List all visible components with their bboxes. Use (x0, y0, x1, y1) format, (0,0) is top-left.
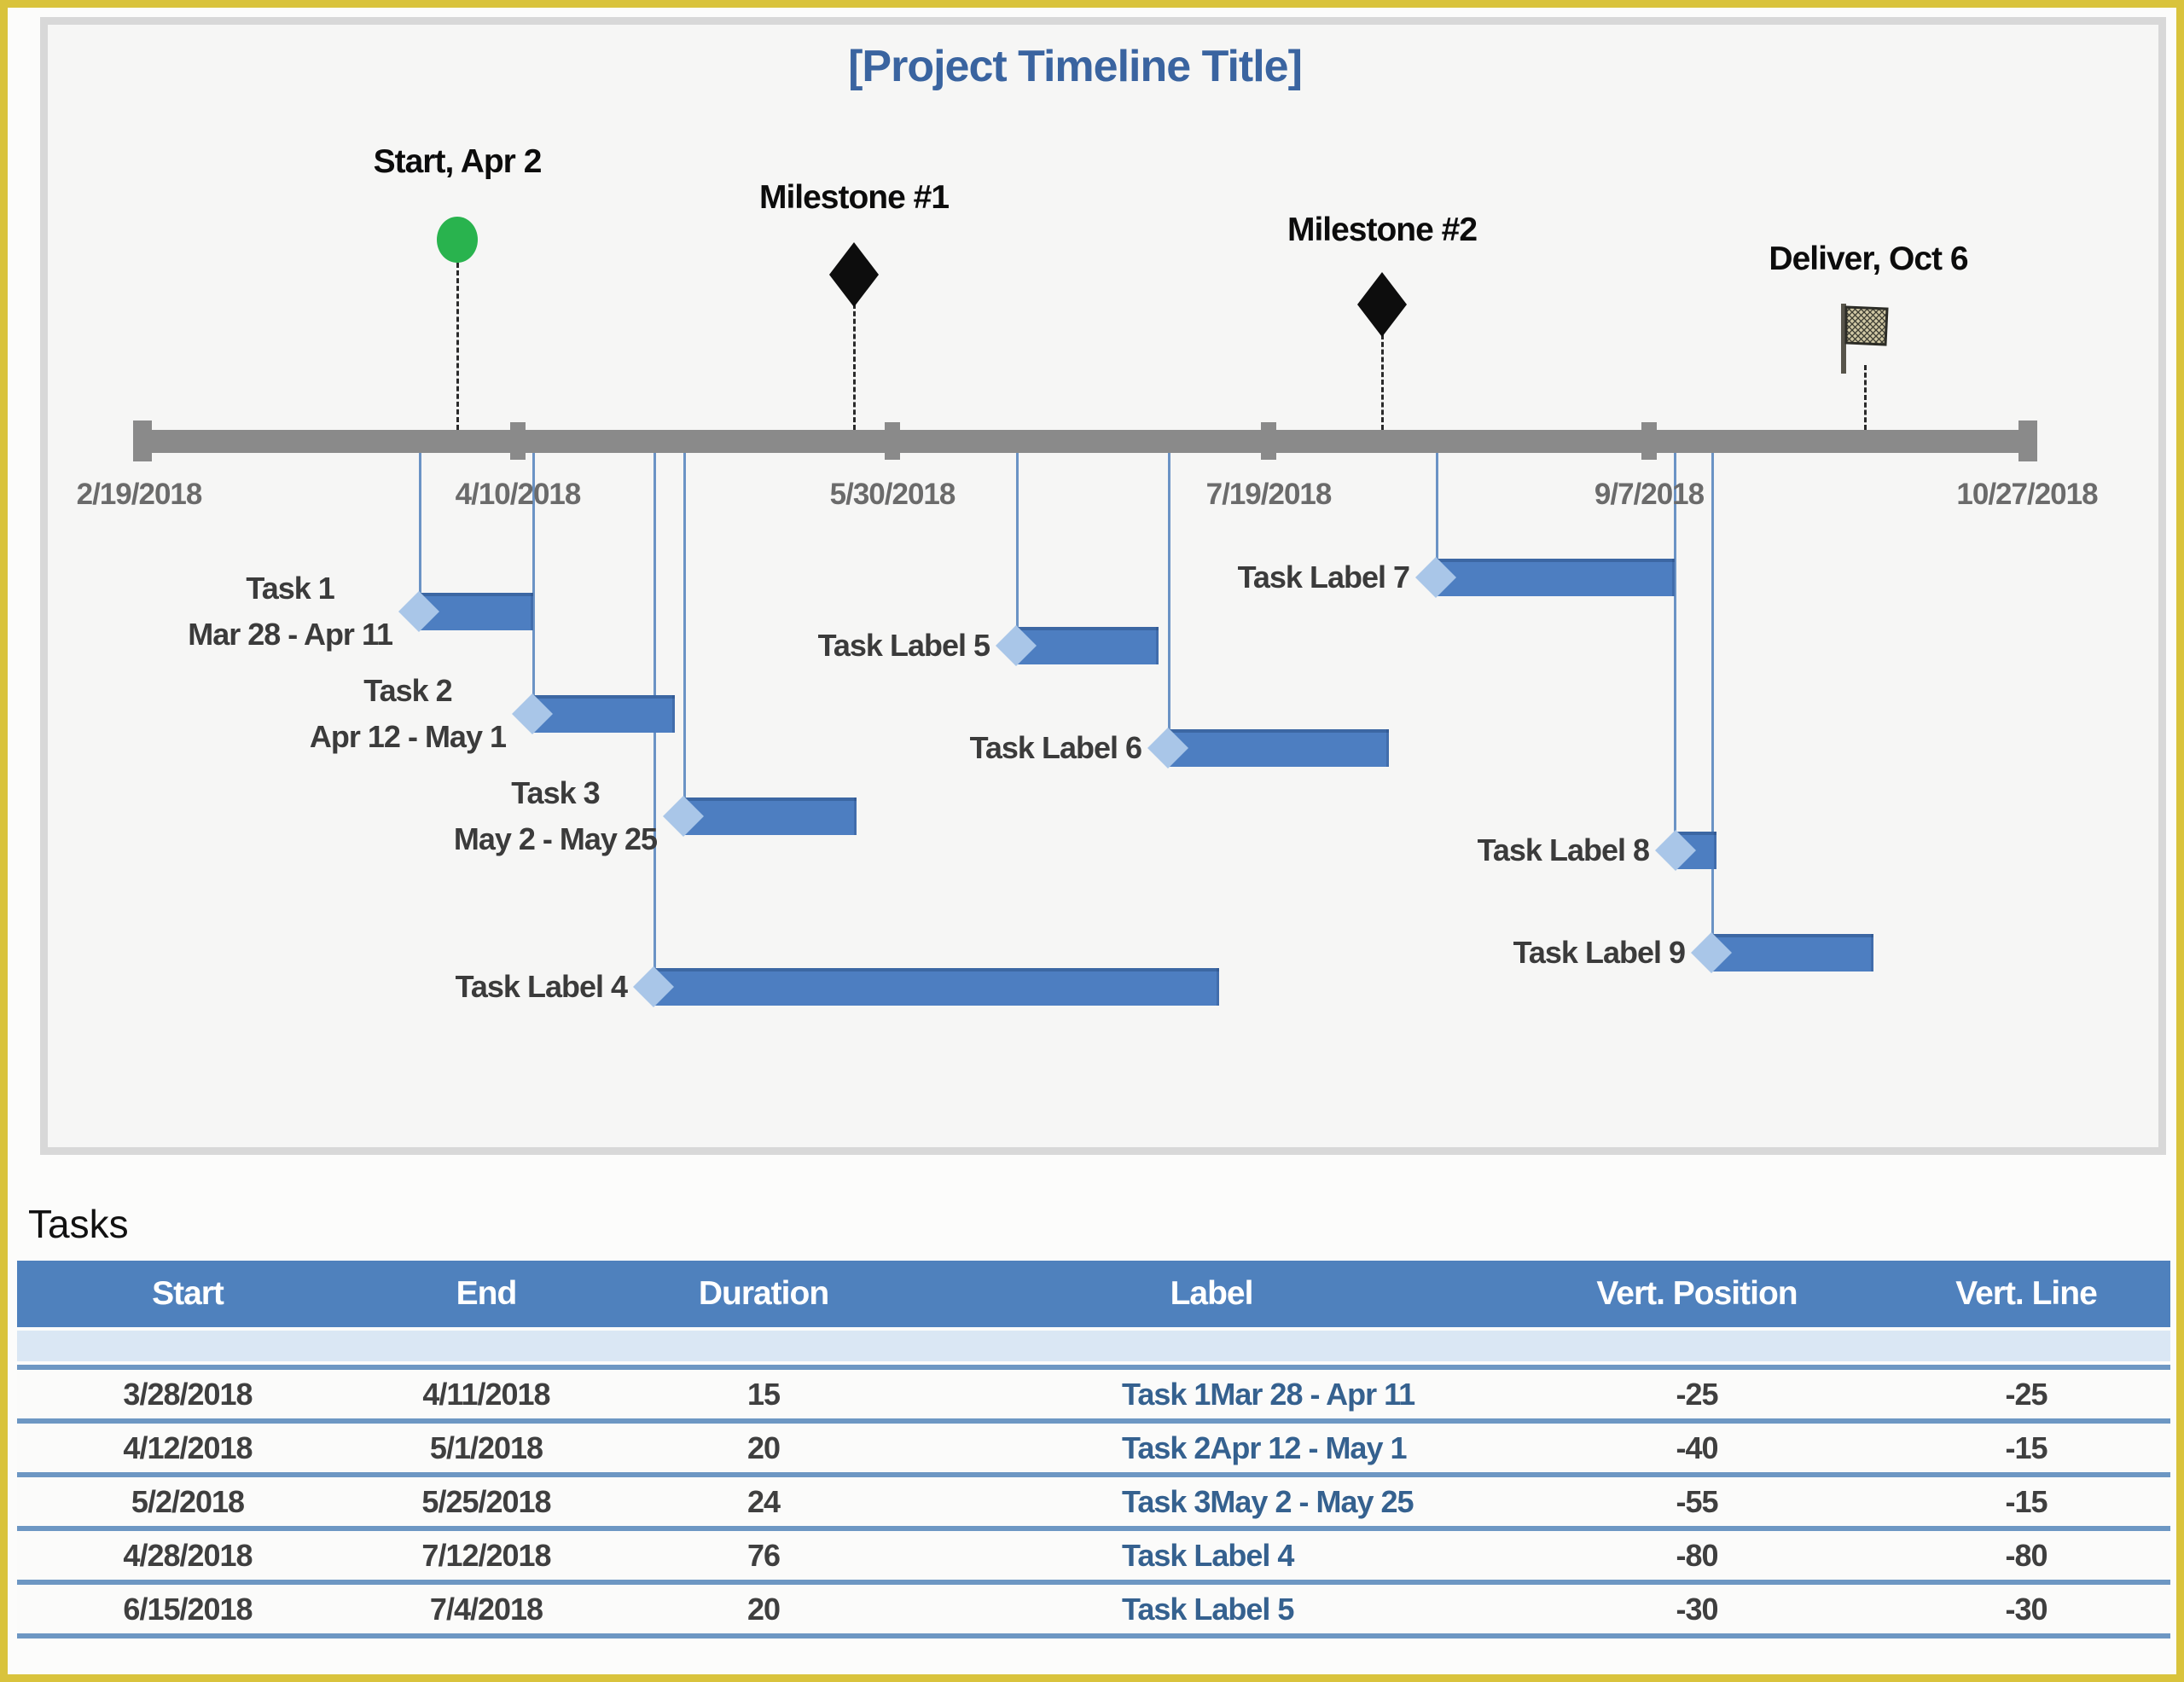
axis-tick (1641, 422, 1657, 460)
task-bar-5 (1015, 627, 1159, 664)
table-header-start: Start (152, 1275, 224, 1312)
cell-label: Task 3May 2 - May 25 (1122, 1484, 1414, 1519)
axis-tick (1261, 422, 1276, 460)
task-label-4: Task Label 4 (455, 969, 628, 1004)
cell-start: 3/28/2018 (123, 1377, 253, 1412)
task-label-3: Task 3 May 2 - May 25 (453, 775, 658, 856)
milestone-dash-line (456, 263, 459, 430)
table-header-label: Label (1170, 1275, 1254, 1312)
task-connector-line (1674, 452, 1676, 850)
cell-end: 7/4/2018 (429, 1592, 543, 1627)
cell-vert-line: -25 (2005, 1377, 2048, 1412)
cell-label: Task Label 4 (1122, 1538, 1294, 1573)
task-connector-line (1016, 452, 1019, 646)
cell-duration: 15 (746, 1377, 781, 1412)
task-label-9: Task Label 9 (1513, 935, 1686, 970)
deliver-flag-icon (1834, 300, 1896, 377)
task-label-7: Task Label 7 (1237, 560, 1410, 594)
axis-date-label: 2/19/2018 (76, 478, 203, 511)
axis-tick (510, 422, 526, 460)
task-connector-line (1436, 452, 1438, 577)
tasks-heading: Tasks (28, 1202, 129, 1246)
axis-date-label: 7/19/2018 (1205, 478, 1333, 511)
timeline-axis (139, 430, 2027, 453)
task-connector-line (532, 452, 535, 714)
task-bar-4 (653, 968, 1219, 1006)
cell-label: Task 2Apr 12 - May 1 (1122, 1430, 1408, 1465)
task-bar-7 (1435, 559, 1675, 596)
cell-vert-position: -80 (1676, 1538, 1718, 1573)
table-header-row: Start End Duration Label Vert. Position … (17, 1261, 2170, 1327)
cell-duration: 20 (746, 1592, 781, 1627)
task-label-2: Task 2 Apr 12 - May 1 (309, 673, 507, 754)
axis-date-label: 5/30/2018 (829, 478, 956, 511)
table-header-vert-line: Vert. Line (1955, 1275, 2098, 1312)
table-header-vert-position: Vert. Position (1596, 1275, 1798, 1312)
table-row: 4/28/2018 7/12/2018 76 Task Label 4 -80 … (17, 1531, 2170, 1585)
axis-date-label: 10/27/2018 (1956, 478, 2098, 511)
cell-vert-line: -30 (2005, 1592, 2048, 1627)
table-separator (17, 1365, 2170, 1370)
cell-duration: 20 (746, 1430, 781, 1465)
task-label-6: Task Label 6 (969, 730, 1142, 765)
cell-end: 7/12/2018 (421, 1538, 551, 1573)
task-label-1: Task 1 Mar 28 - Apr 11 (188, 571, 393, 652)
axis-date-label: 4/10/2018 (455, 478, 582, 511)
table-header-duration: Duration (698, 1275, 829, 1312)
cell-vert-position: -55 (1676, 1484, 1718, 1519)
start-circle-icon (437, 217, 478, 263)
milestone-start-label: Start, Apr 2 (373, 143, 543, 180)
task-connector-line (1168, 452, 1170, 748)
axis-end-cap (2018, 420, 2037, 461)
milestone-dash-line (1381, 334, 1384, 430)
milestone-dash-line (1864, 365, 1867, 430)
table-empty-band (17, 1331, 2170, 1361)
milestone-2-label: Milestone #2 (1287, 212, 1478, 248)
cell-duration: 24 (746, 1484, 781, 1519)
task-label-5: Task Label 5 (817, 628, 990, 663)
cell-duration: 76 (746, 1538, 781, 1573)
task-connector-line (419, 452, 421, 612)
table-header-end: End (456, 1275, 518, 1312)
cell-vert-position: -30 (1676, 1592, 1718, 1627)
cell-label: Task 1Mar 28 - Apr 11 (1122, 1377, 1415, 1412)
milestone-1-label: Milestone #1 (758, 179, 950, 216)
cell-start: 4/12/2018 (123, 1430, 253, 1465)
task-bar-3 (682, 798, 857, 835)
cell-label: Task Label 5 (1122, 1592, 1294, 1627)
task-connector-line (1711, 452, 1714, 953)
table-row: 6/15/2018 7/4/2018 20 Task Label 5 -30 -… (17, 1585, 2170, 1638)
cell-end: 5/1/2018 (429, 1430, 543, 1465)
cell-vert-line: -15 (2005, 1430, 2048, 1465)
table-row: 5/2/2018 5/25/2018 24 Task 3May 2 - May … (17, 1477, 2170, 1531)
cell-end: 5/25/2018 (421, 1484, 551, 1519)
cell-vert-position: -25 (1676, 1377, 1718, 1412)
task-connector-line (683, 452, 686, 816)
axis-end-cap (133, 420, 152, 461)
task-bar-9 (1711, 934, 1873, 972)
axis-tick (885, 422, 900, 460)
chart-title: [Project Timeline Title] (848, 42, 1303, 91)
cell-start: 6/15/2018 (123, 1592, 253, 1627)
table-row: 3/28/2018 4/11/2018 15 Task 1Mar 28 - Ap… (17, 1370, 2170, 1424)
task-bar-6 (1167, 729, 1389, 767)
cell-vert-line: -15 (2005, 1484, 2048, 1519)
milestone-deliver-label: Deliver, Oct 6 (1769, 241, 1968, 277)
milestone-dash-line (853, 304, 856, 430)
cell-vert-position: -40 (1676, 1430, 1718, 1465)
axis-date-label: 9/7/2018 (1594, 478, 1705, 511)
task-label-8: Task Label 8 (1477, 832, 1650, 867)
cell-start: 5/2/2018 (131, 1484, 245, 1519)
cell-start: 4/28/2018 (123, 1538, 253, 1573)
cell-vert-line: -80 (2005, 1538, 2048, 1573)
table-row: 4/12/2018 5/1/2018 20 Task 2Apr 12 - May… (17, 1424, 2170, 1477)
cell-end: 4/11/2018 (422, 1377, 550, 1412)
task-bar-2 (531, 695, 675, 733)
tasks-table: Start End Duration Label Vert. Position … (17, 1261, 2170, 1638)
